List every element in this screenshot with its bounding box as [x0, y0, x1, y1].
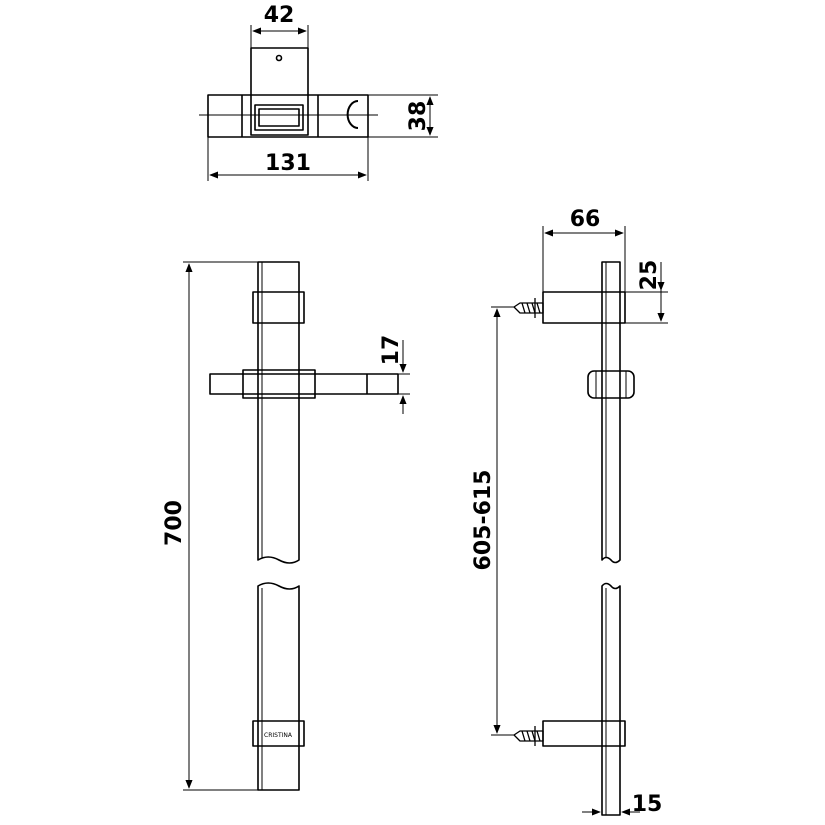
dim-38-label: 38 — [406, 101, 431, 132]
dim-42-label: 42 — [264, 3, 295, 28]
side-bottom-bracket — [542, 720, 626, 747]
side-view: 66 25 605-615 15 — [471, 207, 668, 817]
side-lower-tube — [601, 582, 621, 816]
front-lower-tube — [257, 582, 300, 791]
dim-700-label: 700 — [162, 500, 187, 546]
dim-605-615-label: 605-615 — [471, 470, 496, 571]
bottom-wall-screw-icon — [513, 726, 544, 746]
top-slider-clamp-inner — [258, 108, 300, 127]
top-view: 42 38 131 — [199, 3, 438, 181]
dim-25-label: 25 — [637, 260, 662, 291]
side-top-bracket — [542, 291, 626, 324]
top-wall-screw-icon — [513, 298, 544, 318]
top-slider-body — [250, 47, 309, 136]
side-upper-tube — [601, 261, 621, 564]
dim-131-label: 131 — [265, 151, 311, 176]
front-view: CRISTINA 700 17 — [162, 261, 410, 791]
dim-17-label: 17 — [379, 335, 404, 366]
front-holder-slider — [242, 369, 316, 399]
top-slider-screw — [275, 54, 283, 62]
front-upper-tube — [257, 261, 300, 564]
front-bottom-bracket — [252, 720, 305, 747]
top-slider-clamp — [254, 104, 304, 131]
front-top-bracket — [252, 291, 305, 324]
front-holder-arm — [209, 373, 399, 395]
side-slider — [587, 370, 635, 399]
dim-15-label: 15 — [632, 792, 663, 817]
dim-66-label: 66 — [570, 207, 601, 232]
front-logo: CRISTINA — [264, 732, 293, 739]
